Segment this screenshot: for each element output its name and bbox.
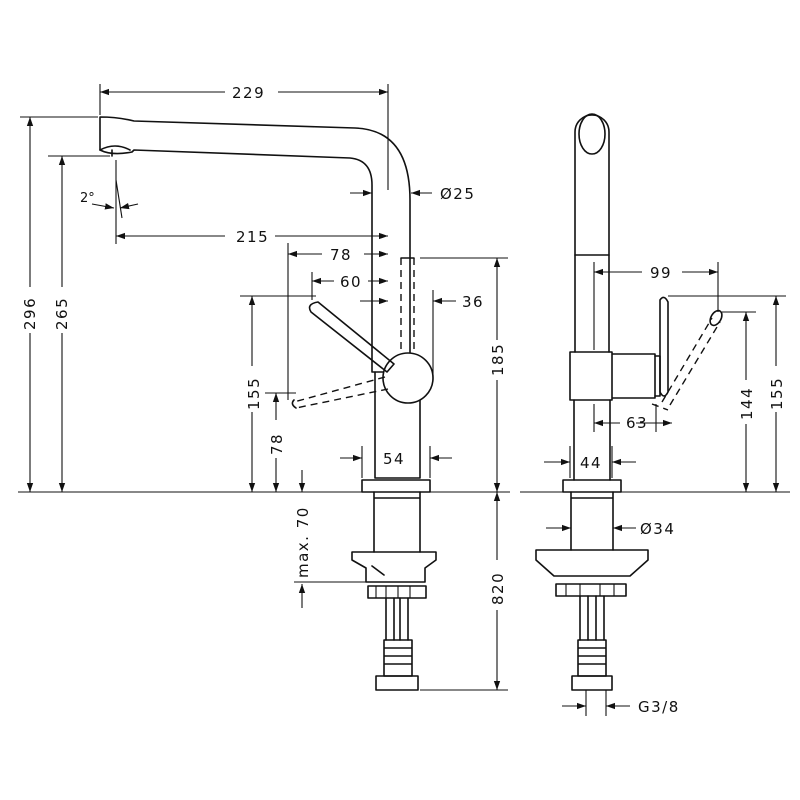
front-view: 229 296 265 2° Ø25 215 78 60 <box>18 84 510 691</box>
handle-lever <box>308 301 395 373</box>
side-mounting-plate <box>535 549 649 577</box>
dim-outlet-height: 265 <box>53 297 71 330</box>
spout-aerator <box>99 145 131 157</box>
dim-outlet-reach: 215 <box>236 228 269 246</box>
side-mounting-nut <box>555 583 627 597</box>
mounting-clip <box>371 565 385 576</box>
dim-side-44: 44 <box>580 454 602 472</box>
dim-shank-diameter: Ø34 <box>640 520 675 538</box>
dim-side-99: 99 <box>650 264 672 282</box>
side-spout-tube <box>574 114 610 353</box>
supply-hose <box>383 639 413 677</box>
dim-lever-height-155: 155 <box>245 377 263 410</box>
mounting-plate <box>351 551 437 583</box>
dim-side-155: 155 <box>768 377 786 410</box>
dim-tube-diameter: Ø25 <box>440 185 475 203</box>
dim-total-height: 296 <box>21 297 39 330</box>
side-nut-ridges <box>565 584 615 596</box>
handle-lever-alt-tip <box>291 399 297 409</box>
side-spout-top <box>578 113 606 155</box>
dim-base-54: 54 <box>383 450 405 468</box>
side-handle-lever-alt-tip <box>709 309 723 327</box>
shank <box>373 491 421 553</box>
side-handle-lever-alt <box>661 317 721 406</box>
side-supply-rods <box>579 595 605 641</box>
dim-thread: G3/8 <box>638 698 680 716</box>
dim-max-70: max. 70 <box>294 506 312 578</box>
dim-side-63: 63 <box>626 414 648 432</box>
side-base-flange <box>562 479 622 493</box>
dim-spout-reach: 229 <box>232 84 265 102</box>
dim-side-144: 144 <box>738 387 756 420</box>
dim-lever-reach-78: 78 <box>330 246 352 264</box>
dim-body-height-185: 185 <box>489 343 507 376</box>
dim-body-36: 36 <box>462 293 484 311</box>
dim-spout-angle: 2° <box>80 191 95 206</box>
side-body <box>573 399 611 481</box>
hose-connector <box>375 675 419 691</box>
side-view: 99 63 44 144 155 Ø34 G3/8 <box>520 113 790 716</box>
dim-lever-reach-60: 60 <box>340 273 362 291</box>
mounting-nut <box>367 585 427 599</box>
dim-lever-height-78: 78 <box>268 433 286 455</box>
side-handle-lever <box>659 296 669 397</box>
side-shank <box>570 491 614 551</box>
side-handle-housing <box>569 351 656 401</box>
nut-ridges <box>375 586 411 598</box>
faucet-body <box>374 371 421 479</box>
side-hose-connector <box>571 675 613 691</box>
supply-rods <box>385 597 409 641</box>
dim-shank-820: 820 <box>489 572 507 605</box>
side-supply-hose <box>577 639 607 677</box>
base-flange <box>361 479 431 493</box>
side-handle-lever-alt-base <box>651 403 669 411</box>
handle-lever-alt <box>293 376 389 409</box>
